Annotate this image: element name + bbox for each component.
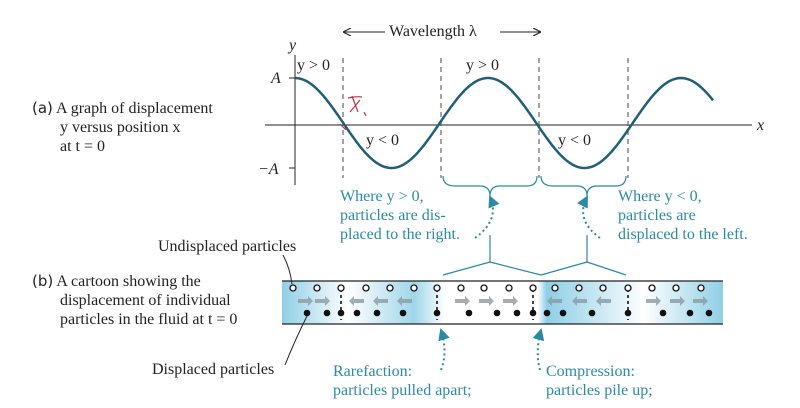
undisplaced-particles-label: Undisplaced particles: [158, 238, 297, 255]
arrow-left-icon: [373, 296, 388, 306]
displaced-particle: [433, 309, 441, 317]
displaced-particle: [624, 309, 632, 317]
displaced-particle: [686, 309, 694, 317]
undisplaced-particle: [457, 284, 465, 292]
undisplaced-particle: [433, 284, 441, 292]
undisplaced-particle: [410, 284, 418, 292]
arrow-left-icon: [572, 296, 587, 306]
brace-negative: [540, 175, 627, 197]
displaced-particle: [659, 309, 667, 317]
region-label: y > 0: [466, 57, 500, 74]
displaced-particle: [493, 309, 501, 317]
undisplaced-particle: [480, 284, 488, 292]
particles: [289, 284, 713, 320]
displaced-particle: [529, 309, 537, 317]
displaced-particle: [399, 309, 407, 317]
displaced-particle: [559, 309, 567, 317]
handwritten-mark: [339, 95, 367, 131]
undisplaced-particle: [575, 284, 583, 292]
undisplaced-particle: [289, 284, 297, 292]
displaced-particle: [705, 309, 713, 317]
undisplaced-particle: [362, 284, 370, 292]
positive-displacement-note: Where y > 0, particles are dis- placed t…: [340, 188, 460, 243]
displaced-particle: [323, 309, 331, 317]
undisplaced-particle: [648, 284, 656, 292]
displaced-particle: [337, 309, 345, 317]
arrow-right-icon: [646, 296, 661, 306]
region-label: y < 0: [558, 132, 592, 149]
undisplaced-particle: [551, 284, 559, 292]
arrow-left-icon: [349, 296, 364, 306]
displaced-particle: [353, 309, 361, 317]
arrow-right-icon: [479, 296, 494, 306]
displaced-particles-label: Displaced particles: [152, 361, 275, 378]
undisplaced-particle: [697, 284, 705, 292]
wavelength-label: Wavelength λ: [389, 23, 477, 40]
region-label: y > 0: [297, 57, 331, 74]
displaced-particle: [465, 309, 473, 317]
arrow-right-icon: [455, 296, 470, 306]
undisplaced-particle: [313, 284, 321, 292]
amplitude-negative: −A: [258, 161, 279, 178]
undisplaced-particle: [529, 284, 537, 292]
displacement-wave: [294, 76, 714, 170]
dashed-guides: [342, 58, 629, 178]
displaced-particle: [303, 309, 311, 317]
y-axis-label: y: [289, 37, 297, 54]
arrow-right-icon: [670, 296, 685, 306]
undisplaced-particle: [672, 284, 680, 292]
arrow-left-icon: [397, 296, 412, 306]
undisplaced-particle: [337, 284, 345, 292]
arrow-left-icon: [596, 296, 611, 306]
arrow-right-icon: [693, 296, 708, 306]
displaced-particle: [588, 309, 596, 317]
arrow-right-icon: [298, 296, 313, 306]
undisplaced-particle: [624, 284, 632, 292]
compression-note: Compression: particles pile up;: [546, 363, 653, 399]
displaced-particle: [513, 309, 521, 317]
rarefaction-note: Rarefaction: particles pulled apart;: [333, 363, 472, 399]
arrow-right-icon: [315, 296, 330, 306]
undisplaced-particle: [599, 284, 607, 292]
part-b-caption: (b) A cartoon showing the displacement o…: [32, 272, 238, 328]
displaced-particle: [373, 309, 381, 317]
displaced-particle: [543, 309, 551, 317]
region-label: y < 0: [366, 132, 400, 149]
part-a-caption: (a) A graph of displacement y versus pos…: [32, 99, 213, 155]
undisplaced-particle: [505, 284, 513, 292]
arrow-right-icon: [503, 296, 518, 306]
undisplaced-particle: [386, 284, 394, 292]
negative-displacement-note: Where y < 0, particles are displaced to …: [618, 188, 748, 243]
amplitude-positive: A: [271, 70, 281, 87]
x-axis-label: x: [757, 117, 765, 134]
arrow-left-icon: [547, 296, 562, 306]
